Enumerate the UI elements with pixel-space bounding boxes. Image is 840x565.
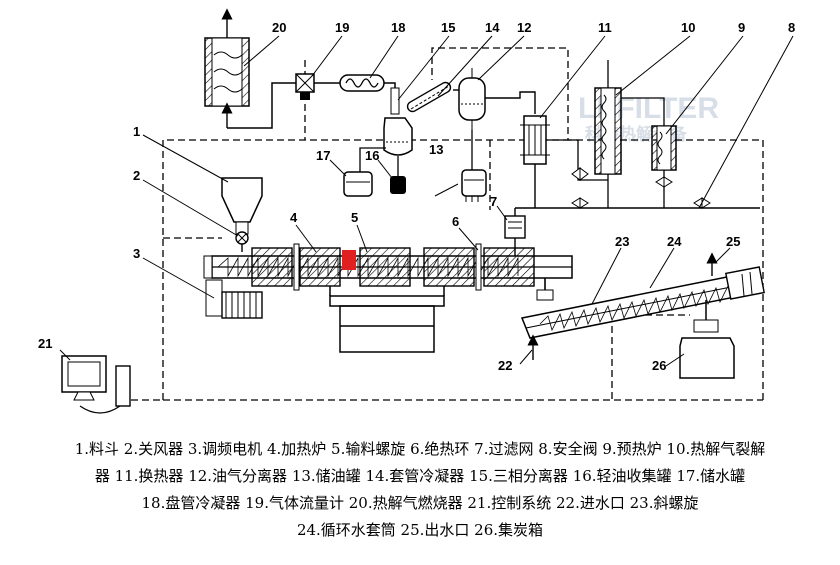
- pyrolysis-system-diagram: LEFILTER 科特热解设备: [38, 8, 795, 414]
- vfd-motor: [205, 279, 263, 319]
- support-frame: [329, 286, 445, 353]
- component-labels: 1 2 3 4 5 6 7 8 9 10 11 12 13 14 15 16 1…: [38, 20, 795, 373]
- label-2: 2: [133, 168, 140, 183]
- inclined-screw: [520, 266, 765, 339]
- preheater: [621, 97, 677, 208]
- label-8: 8: [788, 20, 795, 35]
- caption-line-2: 器 11.换热器 12.油气分离器 13.储油罐 14.套管冷凝器 15.三相分…: [94, 467, 746, 485]
- oil-storage-tank: [461, 130, 487, 202]
- label-19: 19: [335, 20, 349, 35]
- caption-line-3: 18.盘管冷凝器 19.气体流量计 20.热解气燃烧器 21.控制系统 22.进…: [141, 494, 699, 512]
- gas-flow-meter: [295, 73, 315, 100]
- label-5: 5: [351, 210, 358, 225]
- filter-screen: [504, 208, 526, 256]
- caption-line-1: 1.料斗 2.关风器 3.调频电机 4.加热炉 5.输料螺旋 6.绝热环 7.过…: [74, 440, 766, 458]
- water-storage-tank: [343, 147, 386, 197]
- hopper: [221, 177, 263, 235]
- jacketed-condenser: [406, 81, 452, 113]
- label-14: 14: [485, 20, 500, 35]
- control-system: [61, 355, 131, 414]
- gas-burner: [204, 8, 250, 128]
- label-6: 6: [452, 214, 459, 229]
- screw-reactor: [203, 243, 573, 291]
- label-13: 13: [429, 142, 443, 157]
- label-1: 1: [133, 124, 140, 139]
- label-12: 12: [517, 20, 531, 35]
- oil-gas-separator: [458, 68, 486, 130]
- char-collection-box: [679, 300, 735, 379]
- heat-exchanger: [520, 115, 550, 165]
- light-oil-tank: [390, 156, 406, 194]
- label-4: 4: [290, 210, 298, 225]
- leader-lines: [59, 35, 794, 367]
- label-17: 17: [316, 148, 330, 163]
- label-21: 21: [38, 336, 52, 351]
- label-18: 18: [391, 20, 405, 35]
- label-16: 16: [365, 148, 379, 163]
- label-22: 22: [498, 358, 512, 373]
- valves: [571, 167, 711, 209]
- label-10: 10: [681, 20, 695, 35]
- label-26: 26: [652, 358, 666, 373]
- gas-line: [227, 82, 296, 129]
- rotary-airlock: [235, 231, 249, 252]
- label-25: 25: [726, 234, 740, 249]
- label-24: 24: [667, 234, 682, 249]
- label-20: 20: [272, 20, 286, 35]
- coil-condenser: [339, 74, 385, 92]
- label-15: 15: [441, 20, 455, 35]
- three-phase-separator: [383, 87, 413, 156]
- figure-caption: 1.料斗 2.关风器 3.调频电机 4.加热炉 5.输料螺旋 6.绝热环 7.过…: [0, 436, 840, 544]
- label-9: 9: [738, 20, 745, 35]
- label-7: 7: [490, 194, 497, 209]
- caption-line-4: 24.循环水套筒 25.出水口 26.集炭箱: [296, 521, 544, 539]
- gas-cracker: [594, 60, 622, 175]
- label-11: 11: [598, 20, 612, 35]
- label-3: 3: [133, 246, 140, 261]
- label-23: 23: [615, 234, 629, 249]
